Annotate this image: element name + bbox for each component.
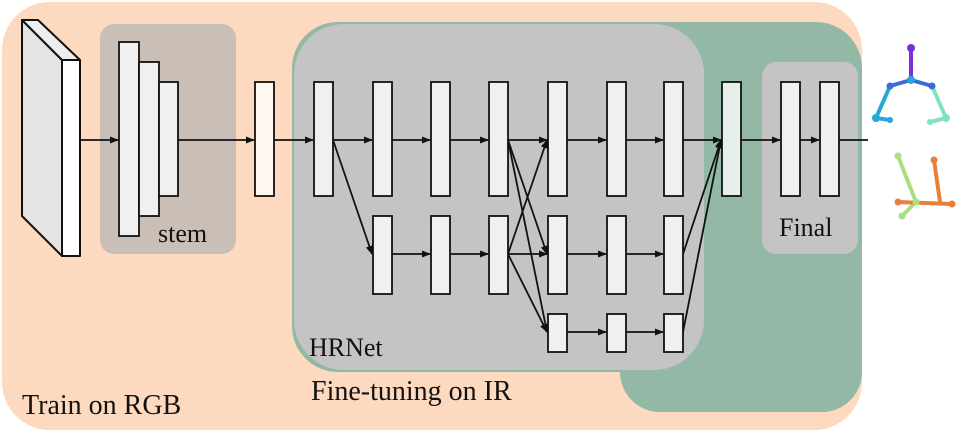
hrnet-mid-2 (430, 215, 451, 295)
hrnet-mid-6 (663, 215, 684, 295)
hrnet-high-1 (313, 81, 334, 197)
final-layer-1 (780, 81, 801, 197)
hrnet-high-5 (547, 81, 568, 197)
transition-layer (254, 81, 275, 197)
hrnet-high-6 (606, 81, 627, 197)
hrnet-high-7 (663, 81, 684, 197)
hrnet-high-3 (430, 81, 451, 197)
hrnet-mid-1 (372, 215, 393, 295)
hrnet-low-3 (663, 313, 684, 353)
stem-layer-3 (158, 81, 179, 197)
pose-skeleton-icon (872, 44, 950, 125)
input-image-icon (21, 19, 81, 257)
stem-layer-1 (118, 41, 140, 237)
hrnet-low-1 (547, 313, 568, 353)
finetune-label: Fine-tuning on IR (311, 376, 512, 407)
hrnet-label: HRNet (309, 333, 383, 362)
hrnet-region (294, 24, 704, 370)
fusion-layer (721, 81, 742, 197)
final-layer-2 (819, 81, 840, 197)
hrnet-low-2 (606, 313, 627, 353)
stem-layer-2 (138, 61, 160, 217)
hrnet-mid-4 (547, 215, 568, 295)
final-label: Final (779, 213, 832, 242)
edges (80, 136, 868, 336)
hrnet-mid-5 (606, 215, 627, 295)
layers (118, 41, 840, 353)
hrnet-mid-3 (488, 215, 509, 295)
pose-skeleton-side-icon (894, 152, 956, 220)
train-label: Train on RGB (22, 390, 181, 421)
stem-label: stem (158, 219, 207, 248)
hrnet-high-2 (372, 81, 393, 197)
hrnet-high-4 (488, 81, 509, 197)
